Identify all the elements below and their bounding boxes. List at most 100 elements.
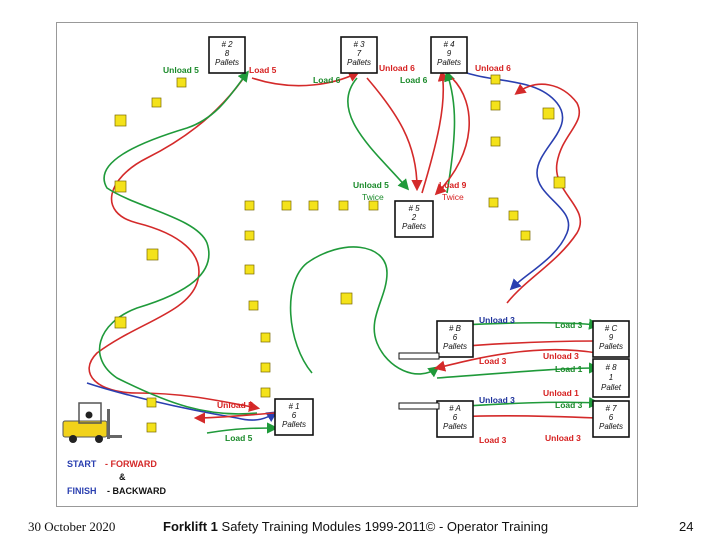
legend-start: START <box>67 459 97 469</box>
cone <box>146 248 159 261</box>
blue-path-2 <box>466 72 570 291</box>
label-unload1: Unload 1 <box>543 388 579 398</box>
cone <box>260 332 271 343</box>
station-unit: Pallets <box>443 342 467 351</box>
station-5: # 5 2 Pallets <box>394 200 434 238</box>
cone <box>338 200 349 211</box>
route-paths <box>86 69 601 434</box>
cone <box>146 422 157 433</box>
legend-forward: - FORWARD <box>105 459 157 469</box>
cone <box>176 77 187 88</box>
station-id: # 3 <box>353 40 365 49</box>
label-load9-twice: Load 9 <box>439 180 467 190</box>
label-unload6-b: Unload 6 <box>475 63 511 73</box>
station-count: 1 <box>609 373 613 382</box>
green-path-4 <box>289 246 440 378</box>
red-path-6 <box>506 83 582 304</box>
cone <box>490 74 501 85</box>
cone <box>114 180 127 193</box>
red-path-4 <box>421 69 449 194</box>
station-count: 6 <box>453 333 458 342</box>
red-path-3 <box>366 77 423 192</box>
station-count: 8 <box>225 49 230 58</box>
station-unit: Pallets <box>443 422 467 431</box>
label-load6-b: Load 6 <box>400 75 428 85</box>
station-b: # B 6 Pallets <box>398 320 474 360</box>
cone <box>308 200 319 211</box>
cone <box>260 387 271 398</box>
cone <box>490 136 501 147</box>
station-id: # 8 <box>605 363 617 372</box>
label-twice-a: Twice <box>362 192 384 202</box>
cone <box>114 114 127 127</box>
station-id: # 7 <box>605 404 617 413</box>
station-2: # 2 8 Pallets <box>208 36 246 74</box>
cone <box>508 210 519 221</box>
cone <box>520 230 531 241</box>
station-count: 6 <box>453 413 458 422</box>
station-count: 9 <box>447 49 452 58</box>
station-unit: Pallets <box>437 58 461 67</box>
green-path-3 <box>444 69 456 194</box>
label-load5-top: Load 5 <box>249 65 277 75</box>
red-path-7 <box>433 348 598 372</box>
station-id: # 2 <box>221 40 233 49</box>
start-finish-legend: START - FORWARD & FINISH - BACKWARD <box>67 459 166 496</box>
label-unload5-twice: Unload 5 <box>353 180 389 190</box>
cone <box>151 97 162 108</box>
station-count: 9 <box>609 333 614 342</box>
station-id: # 5 <box>408 204 420 213</box>
cone <box>146 397 157 408</box>
forklift-icon <box>62 402 122 443</box>
cone <box>114 316 127 329</box>
station-3: # 3 7 Pallets <box>340 36 378 74</box>
station-7: # 7 6 Pallets <box>592 400 630 438</box>
course-svg: # 2 8 Pallets # 3 7 Pallets # 4 9 Pallet… <box>62 36 630 496</box>
cone <box>244 264 255 275</box>
label-load3-a: Load 3 <box>479 435 507 445</box>
station-count: 7 <box>357 49 362 58</box>
label-load5-1: Load 5 <box>225 433 253 443</box>
label-load3-7: Load 3 <box>555 400 583 410</box>
footer-date: 30 October 2020 <box>28 519 116 534</box>
station-id: # C <box>605 324 618 333</box>
green-path-5 <box>436 362 601 379</box>
green-path-1 <box>98 70 258 415</box>
legend-finish: FINISH <box>67 486 97 496</box>
label-twice-b: Twice <box>442 192 464 202</box>
footer-brand: Forklift 1 <box>163 519 218 534</box>
station-1: # 1 6 Pallets <box>274 398 314 436</box>
footer-title: Forklift 1 Safety Training Modules 1999-… <box>163 519 548 534</box>
cone <box>260 362 271 373</box>
cone <box>368 200 379 211</box>
label-unload3-a: Unload 3 <box>479 395 515 405</box>
label-unload6-a: Unload 6 <box>379 63 415 73</box>
station-8: # 8 1 Pallet <box>592 358 630 398</box>
cone <box>244 200 255 211</box>
station-unit: Pallets <box>402 222 426 231</box>
station-4: # 4 9 Pallets <box>430 36 468 74</box>
label-unload3-c: Unload 3 <box>543 351 579 361</box>
cone <box>488 197 499 208</box>
station-c: # C 9 Pallets <box>592 320 630 358</box>
cone <box>542 107 555 120</box>
footer-title-text: Safety Training Modules 1999-2011© - Ope… <box>217 519 549 534</box>
legend-backward: - BACKWARD <box>107 486 166 496</box>
station-unit: Pallets <box>282 420 306 429</box>
red-path-1 <box>88 72 261 412</box>
station-unit: Pallets <box>215 58 239 67</box>
station-id: # A <box>449 404 461 413</box>
label-load1: Load 1 <box>555 364 583 374</box>
green-path-8 <box>206 422 279 434</box>
route-labels: Unload 5 Load 5 Load 6 Unload 6 Load 6 U… <box>163 63 583 445</box>
station-unit: Pallet <box>601 383 622 392</box>
cone <box>553 176 566 189</box>
red-path-10 <box>193 412 276 424</box>
station-unit: Pallets <box>599 342 623 351</box>
cone <box>244 230 255 241</box>
label-unload5-top: Unload 5 <box>163 65 199 75</box>
cones <box>114 74 566 433</box>
cone <box>340 292 353 305</box>
green-path-2 <box>346 77 410 191</box>
station-count: 2 <box>411 213 417 222</box>
